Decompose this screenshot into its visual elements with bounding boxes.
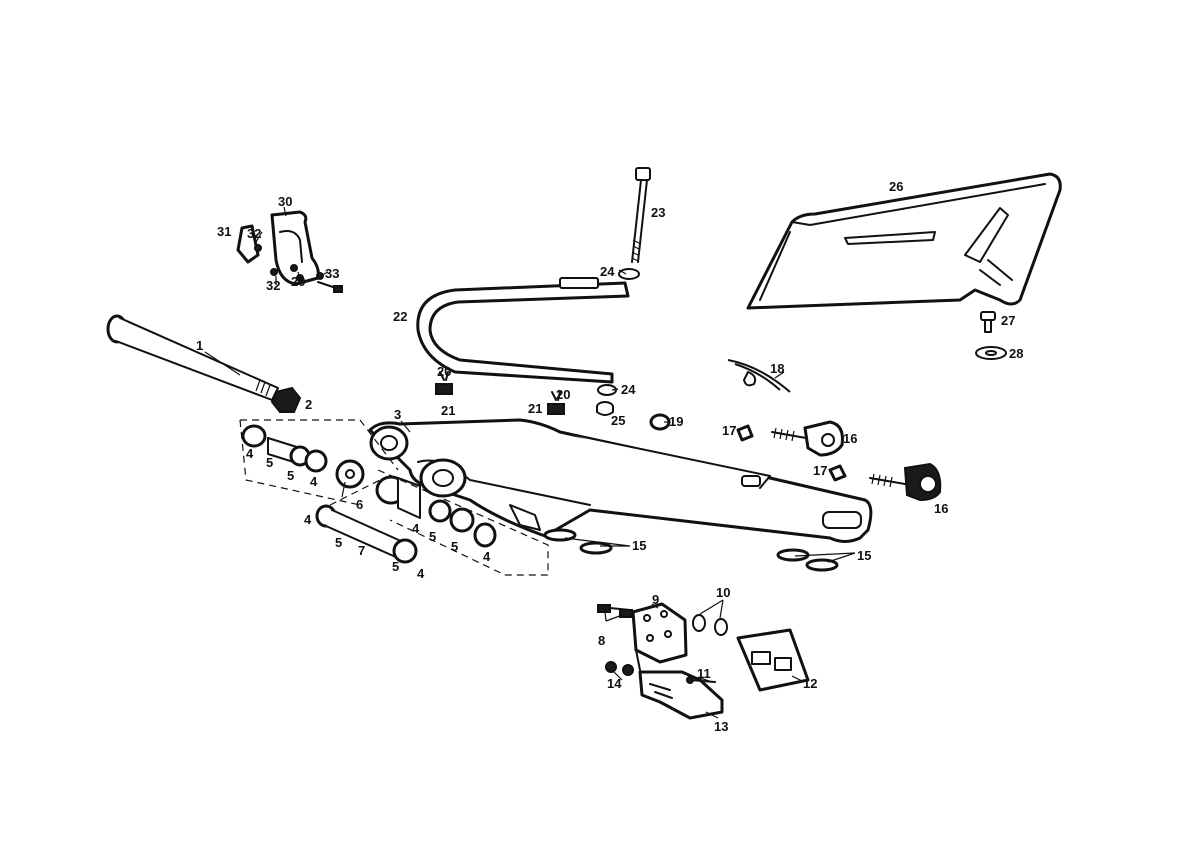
callout-4: 4 — [246, 446, 254, 461]
callout-17: 17 — [813, 463, 827, 478]
callout-8: 8 — [598, 633, 605, 648]
callout-24: 24 — [621, 382, 636, 397]
callout-1: 1 — [196, 338, 203, 353]
callout-5: 5 — [392, 559, 399, 574]
inner-sleeve — [315, 504, 418, 564]
callout-27: 27 — [1001, 313, 1015, 328]
callout-9: 9 — [652, 592, 659, 607]
bolt-washer-upper — [618, 268, 640, 280]
callout-28: 28 — [1009, 346, 1023, 361]
chain-guide-nuts — [605, 661, 634, 676]
callout-3: 3 — [394, 407, 401, 422]
upper-bushing-stack — [241, 424, 365, 489]
callout-4: 4 — [304, 512, 312, 527]
callout-13: 13 — [714, 719, 728, 734]
chain-guard-screw — [980, 311, 996, 333]
callout-5: 5 — [287, 468, 294, 483]
strap-spacer — [596, 401, 614, 416]
callout-24: 24 — [600, 264, 615, 279]
callout-22: 22 — [393, 309, 407, 324]
callout-31: 31 — [217, 224, 231, 239]
lower-bushing-stack — [375, 475, 497, 548]
callout-19: 19 — [669, 414, 683, 429]
chain-slider-shims — [543, 528, 839, 572]
callout-labels: 1 2 3 4 5 5 4 6 4 5 7 5 4 4 5 5 4 8 9 10… — [196, 179, 1023, 734]
callout-23: 23 — [651, 205, 665, 220]
callout-4: 4 — [483, 549, 491, 564]
chain-guide-washers — [692, 614, 728, 636]
spring-clip — [727, 359, 791, 393]
callout-21: 21 — [528, 401, 542, 416]
callout-11: 11 — [697, 666, 711, 681]
chain-guide-slider — [638, 670, 724, 720]
callout-29: 29 — [291, 274, 305, 289]
callout-6: 6 — [356, 497, 363, 512]
swingarm — [368, 418, 873, 543]
leader-lines — [204, 206, 856, 719]
strap-fastener-right — [547, 391, 565, 415]
callout-21: 21 — [441, 403, 455, 418]
chain-adjuster-upper — [736, 420, 844, 457]
callout-15: 15 — [632, 538, 646, 553]
chain-guide-plate — [631, 602, 688, 671]
strap-fastener-left — [435, 371, 453, 395]
callout-4: 4 — [412, 521, 420, 536]
callout-12: 12 — [803, 676, 817, 691]
callout-7: 7 — [358, 543, 365, 558]
callout-18: 18 — [770, 361, 784, 376]
callout-20: 20 — [556, 387, 570, 402]
axle-nut — [270, 386, 302, 413]
callout-20: 20 — [437, 364, 451, 379]
callout-2: 2 — [305, 397, 312, 412]
suspension-bolt — [631, 167, 651, 263]
callout-10: 10 — [716, 585, 730, 600]
callout-32: 32 — [247, 226, 261, 241]
callout-16: 16 — [934, 501, 948, 516]
chain-guide-bolts — [597, 604, 633, 618]
pivot-axle — [106, 314, 279, 401]
callout-25: 25 — [611, 413, 625, 428]
callout-16: 16 — [843, 431, 857, 446]
callout-33: 33 — [325, 266, 339, 281]
chain-adjuster-lower — [828, 462, 942, 502]
callout-30: 30 — [278, 194, 292, 209]
callout-26: 26 — [889, 179, 903, 194]
callout-5: 5 — [451, 539, 458, 554]
chain-guard-washer — [975, 346, 1007, 360]
callout-4: 4 — [417, 566, 425, 581]
callout-32: 32 — [266, 278, 280, 293]
callout-5: 5 — [429, 529, 436, 544]
strap-washer-lower — [597, 384, 617, 396]
callout-4: 4 — [310, 474, 318, 489]
callout-5: 5 — [266, 455, 273, 470]
callout-5: 5 — [335, 535, 342, 550]
mudguard-strap — [416, 277, 630, 384]
assembly-lines — [239, 419, 549, 576]
chain-guide-pad — [736, 628, 810, 692]
callout-14: 14 — [607, 676, 622, 691]
callout-15: 15 — [857, 548, 871, 563]
callout-17: 17 — [722, 423, 736, 438]
chain-guard — [746, 172, 1062, 310]
